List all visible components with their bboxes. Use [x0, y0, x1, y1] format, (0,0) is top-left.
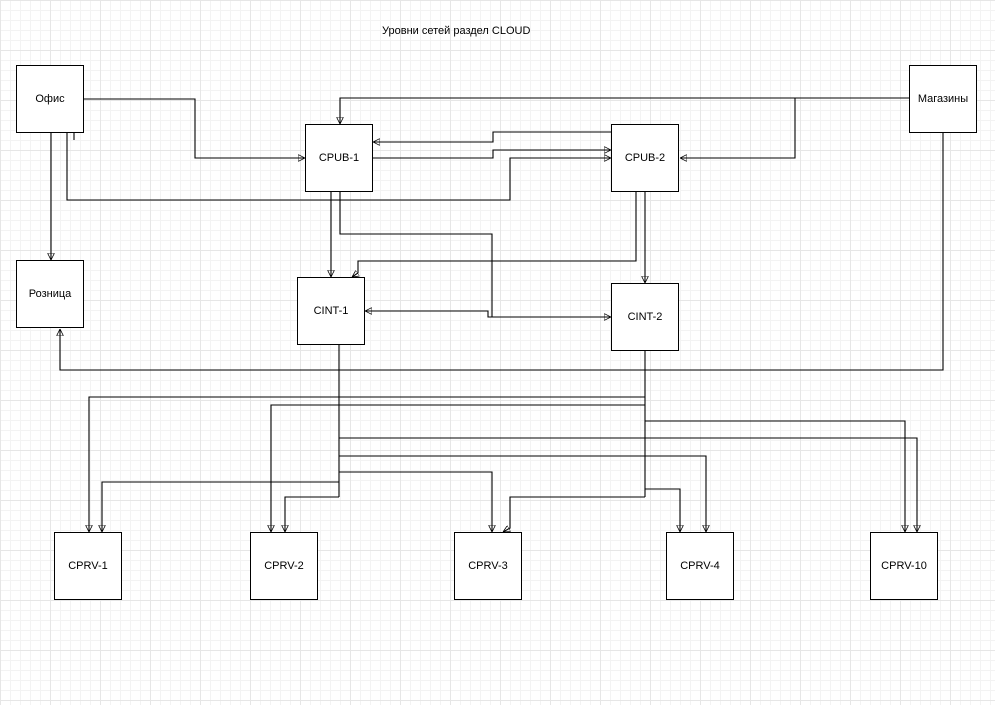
cprv4-node[interactable]: CPRV-4	[666, 532, 734, 600]
wire-cpub1-cint2	[339, 192, 611, 317]
wire-cint1-cprv4	[339, 455, 706, 532]
wire-shops-cpub1	[340, 97, 909, 124]
cprv2-node[interactable]: CPRV-2	[250, 532, 318, 600]
retail-label: Розница	[28, 288, 72, 300]
cint2-label: CINT-2	[627, 311, 663, 323]
cpub2-label: CPUB-2	[624, 152, 666, 164]
wire-cint1-cprv1	[102, 481, 339, 532]
cprv10-node[interactable]: CPRV-10	[870, 532, 938, 600]
wire-cpub1-cpub2	[373, 150, 611, 159]
cprv3-node[interactable]: CPRV-3	[454, 532, 522, 600]
cprv2-label: CPRV-2	[264, 560, 304, 572]
cpub1-node[interactable]: CPUB-1	[305, 124, 373, 192]
cprv1-label: CPRV-1	[68, 560, 108, 572]
wire-cint1-cprv10	[339, 437, 917, 532]
wire-cpub2-cpub1	[373, 131, 611, 142]
retail-node[interactable]: Розница	[16, 260, 84, 328]
cint1-label: CINT-1	[313, 305, 349, 317]
wire-office-cpub1	[84, 98, 305, 158]
wire-cint2-cprv2	[271, 404, 645, 532]
wire-office-cpub2	[66, 132, 611, 201]
wire-cint1-cprv3	[339, 471, 492, 532]
wire-cint2-cprv4	[645, 488, 680, 532]
shops-label: Магазины	[917, 93, 969, 105]
shops-node[interactable]: Магазины	[909, 65, 977, 133]
cprv10-label: CPRV-10	[881, 560, 927, 572]
wire-cint1-cprv2	[285, 496, 339, 532]
wire-cint2-cint1	[365, 311, 611, 318]
wire-cpub2-cint1	[352, 192, 637, 277]
cprv4-label: CPRV-4	[680, 560, 720, 572]
cprv3-label: CPRV-3	[468, 560, 508, 572]
wire-shops-cpub2	[680, 97, 909, 158]
cprv1-node[interactable]: CPRV-1	[54, 532, 122, 600]
office-node[interactable]: Офис	[16, 65, 84, 133]
cpub1-label: CPUB-1	[318, 152, 360, 164]
cint1-node[interactable]: CINT-1	[297, 277, 365, 345]
wire-cint2-cprv1	[89, 396, 645, 532]
office-label: Офис	[35, 93, 65, 105]
cint2-node[interactable]: CINT-2	[611, 283, 679, 351]
wire-shops-retail	[60, 132, 944, 371]
wire-cint2-cprv3	[503, 496, 645, 533]
wire-cint2-cprv10	[645, 420, 905, 532]
cpub2-node[interactable]: CPUB-2	[611, 124, 679, 192]
diagram-title: Уровни сетей раздел CLOUD	[382, 25, 531, 37]
